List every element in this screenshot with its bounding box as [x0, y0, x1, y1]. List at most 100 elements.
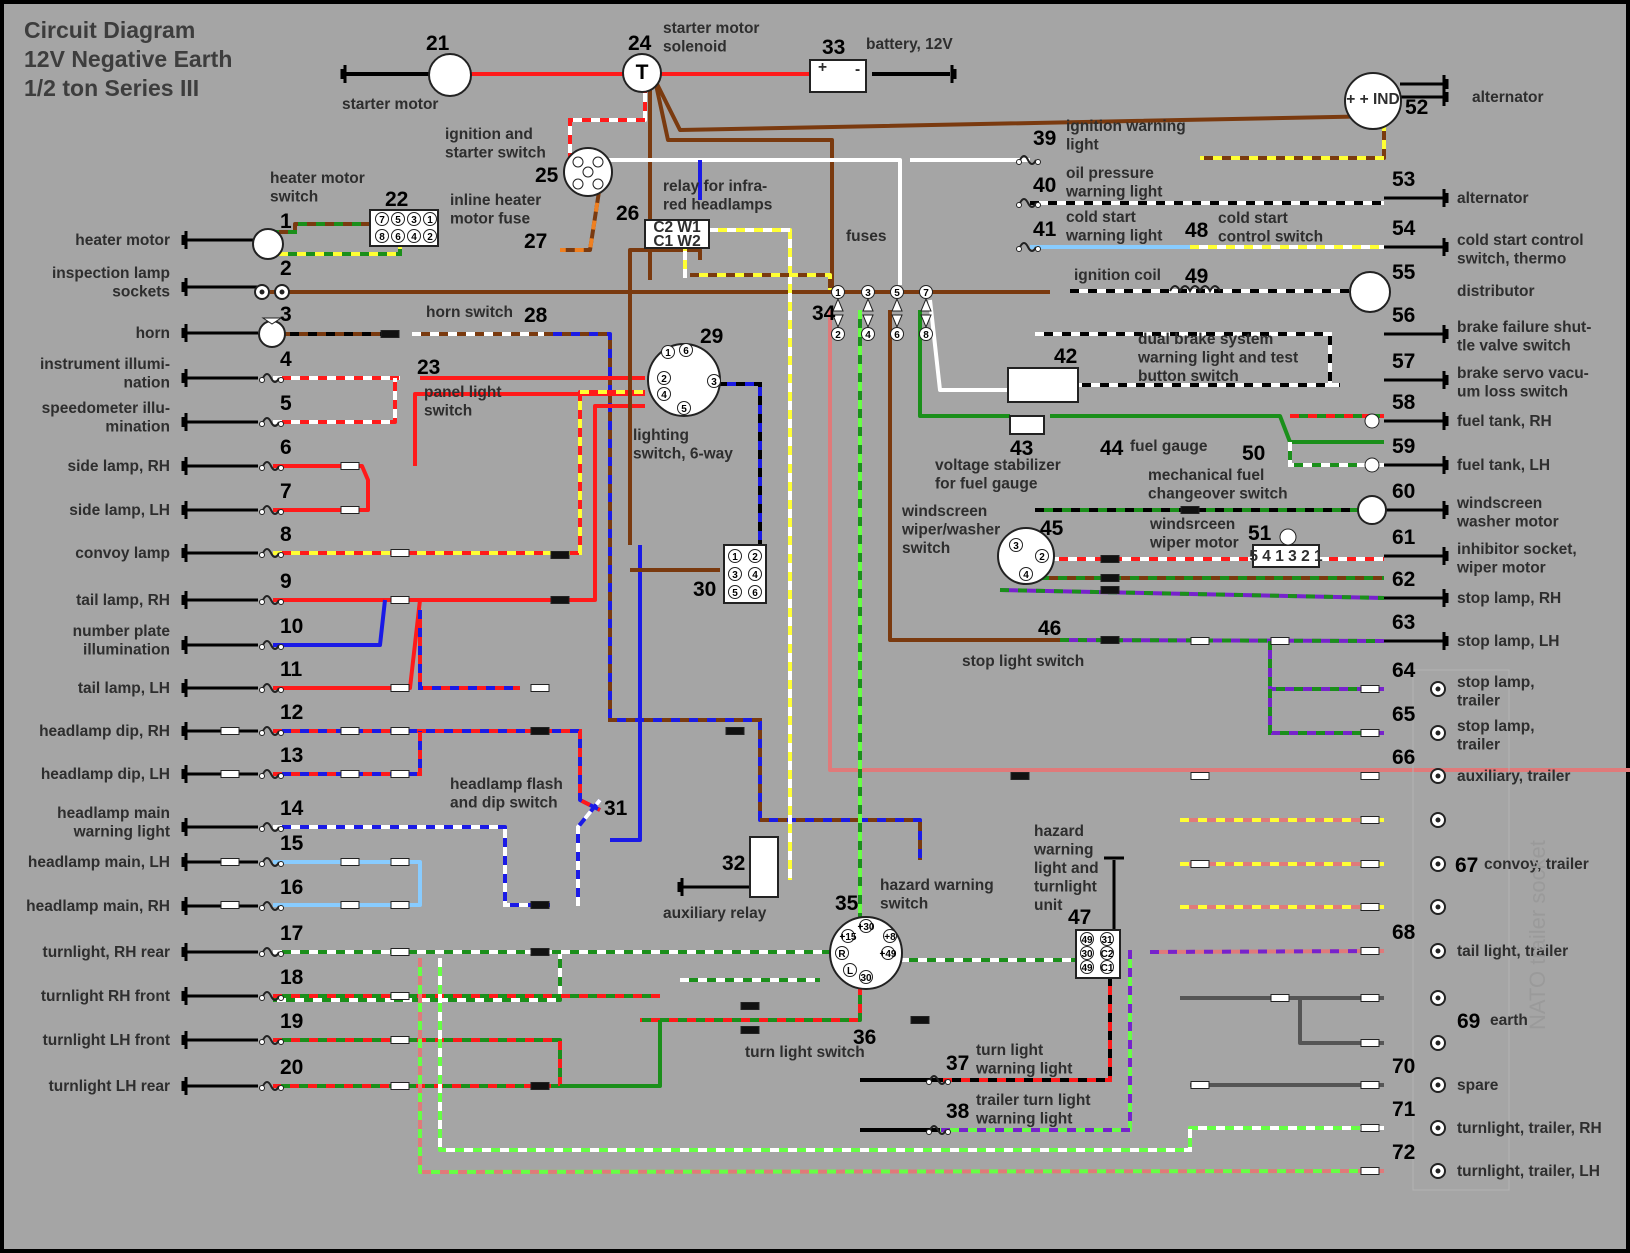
wire — [270, 222, 370, 234]
component-number-27: 27 — [524, 230, 547, 253]
component-label-43-line: for fuel gauge — [935, 476, 1038, 493]
inline-connector — [1010, 772, 1030, 780]
ground-symbol — [1442, 238, 1449, 256]
right-label-55: distributor — [1457, 283, 1535, 300]
battery-icon — [809, 59, 867, 93]
fuse-terminal-label: 1 — [835, 288, 841, 299]
inline-connector — [340, 462, 360, 470]
right-label-65-line: trailer — [1457, 737, 1500, 754]
lighting-switch-pin — [657, 371, 671, 385]
wire-stripe — [576, 798, 602, 906]
lamp-terminal — [278, 905, 284, 911]
component-number-23: 23 — [417, 356, 440, 379]
inline-connector — [530, 727, 550, 735]
component-label-34-line: fuses — [846, 228, 887, 245]
lamp-icon — [259, 1035, 284, 1045]
component-number-5: 5 — [280, 392, 292, 415]
component-label-39-line: ignition warning — [1066, 118, 1186, 135]
wire-stripe — [418, 610, 520, 690]
component-label-29-line: switch, 6-way — [633, 446, 733, 463]
inline-connector — [1180, 506, 1200, 514]
left-label-3-line: horn — [136, 325, 170, 342]
wires — [186, 72, 1630, 1175]
component-number-66: 66 — [1392, 746, 1415, 769]
lamp-terminal — [259, 951, 265, 957]
lighting-switch-pin-label: 5 — [681, 404, 687, 415]
battery-minus: - — [855, 61, 860, 78]
fuse-terminal-label: 8 — [923, 330, 929, 341]
infrared-relay-icon — [644, 219, 710, 249]
wire-stripe — [273, 731, 422, 776]
ground-symbol — [340, 65, 347, 83]
component-number-63: 63 — [1392, 611, 1415, 634]
lighting-switch-pin-label: 1 — [665, 348, 671, 359]
right-label-61: inhibitor socket,wiper motor — [1456, 541, 1577, 577]
right-label-56-line: brake failure shut- — [1457, 319, 1591, 336]
trailer-socket-frame — [1412, 669, 1510, 1191]
fuse-terminal-label: 5 — [894, 288, 900, 299]
wire-stripe — [438, 958, 1384, 1152]
fuse-terminal-label: 4 — [865, 330, 871, 341]
inline-connector — [1190, 637, 1210, 645]
wire-stripe — [700, 382, 762, 560]
left-label-2-line: sockets — [112, 284, 170, 301]
wire — [273, 1038, 562, 1088]
inline-connector — [1100, 574, 1120, 582]
ground-symbol — [181, 897, 188, 915]
component-number-34: 34 — [812, 302, 836, 325]
lamp-filament — [1019, 155, 1037, 165]
socket-pin-center — [1435, 995, 1441, 1001]
hazard-switch-pin-label: +8 — [884, 932, 896, 943]
wire-stripe — [1268, 641, 1384, 691]
lamp-filament — [262, 548, 280, 558]
component-label-29-line: lighting — [633, 427, 689, 444]
component-number-57: 57 — [1392, 350, 1415, 373]
component-label-24-line: starter motor — [663, 20, 759, 37]
inline-connector — [1360, 860, 1380, 868]
ground-symbol — [181, 943, 188, 961]
lamp-filament — [262, 822, 280, 832]
component-number-2: 2 — [280, 257, 292, 280]
inline-connector — [390, 727, 410, 735]
component-label-32: auxiliary relay — [663, 905, 767, 922]
lamp-terminal — [278, 687, 284, 693]
wire — [273, 390, 645, 555]
ignition-switch-pin — [572, 156, 584, 168]
lamp-terminal — [278, 599, 284, 605]
hazard-unit-pin-label: 49 — [1081, 935, 1093, 946]
lamp-terminal — [259, 730, 265, 736]
inline-connector — [1360, 729, 1380, 737]
component-number-29: 29 — [700, 325, 723, 348]
lamp-filament — [262, 1081, 280, 1091]
ignition-switch-pin — [592, 156, 604, 168]
wire — [418, 610, 520, 690]
component-label-40-line: warning light — [1065, 184, 1162, 201]
left-label-19: turnlight LH front — [43, 1032, 170, 1049]
lighting-switch-pin — [679, 343, 693, 357]
lamp-icon — [259, 505, 284, 515]
component-label-31-line: and dip switch — [450, 795, 558, 812]
component-label-23-line: switch — [424, 403, 472, 420]
inline-connector — [1270, 637, 1290, 645]
socket-pin-center — [259, 289, 265, 295]
lamp-icon — [926, 1075, 951, 1085]
left-label-14-line: headlamp main — [57, 805, 170, 822]
left-label-4-line: instrument illumi- — [40, 356, 170, 373]
left-label-4-line: nation — [124, 375, 171, 392]
lamp-terminal — [278, 1039, 284, 1045]
right-label-71: turnlight, trailer, RH — [1457, 1120, 1602, 1137]
lighting-switch-pin-label: 4 — [661, 390, 667, 401]
wire-stripe — [544, 332, 922, 860]
right-label-54-line: switch, thermo — [1457, 251, 1566, 268]
left-label-9: tail lamp, RH — [76, 592, 170, 609]
wire — [1180, 996, 1384, 1045]
component-number-70: 70 — [1392, 1055, 1415, 1078]
lamp-filament — [262, 769, 280, 779]
right-label-60-line: windscreen — [1456, 495, 1542, 512]
component-label-48-line: control switch — [1218, 229, 1323, 246]
wiper-switch-pin — [1009, 538, 1023, 552]
lamp-terminal — [278, 421, 284, 427]
